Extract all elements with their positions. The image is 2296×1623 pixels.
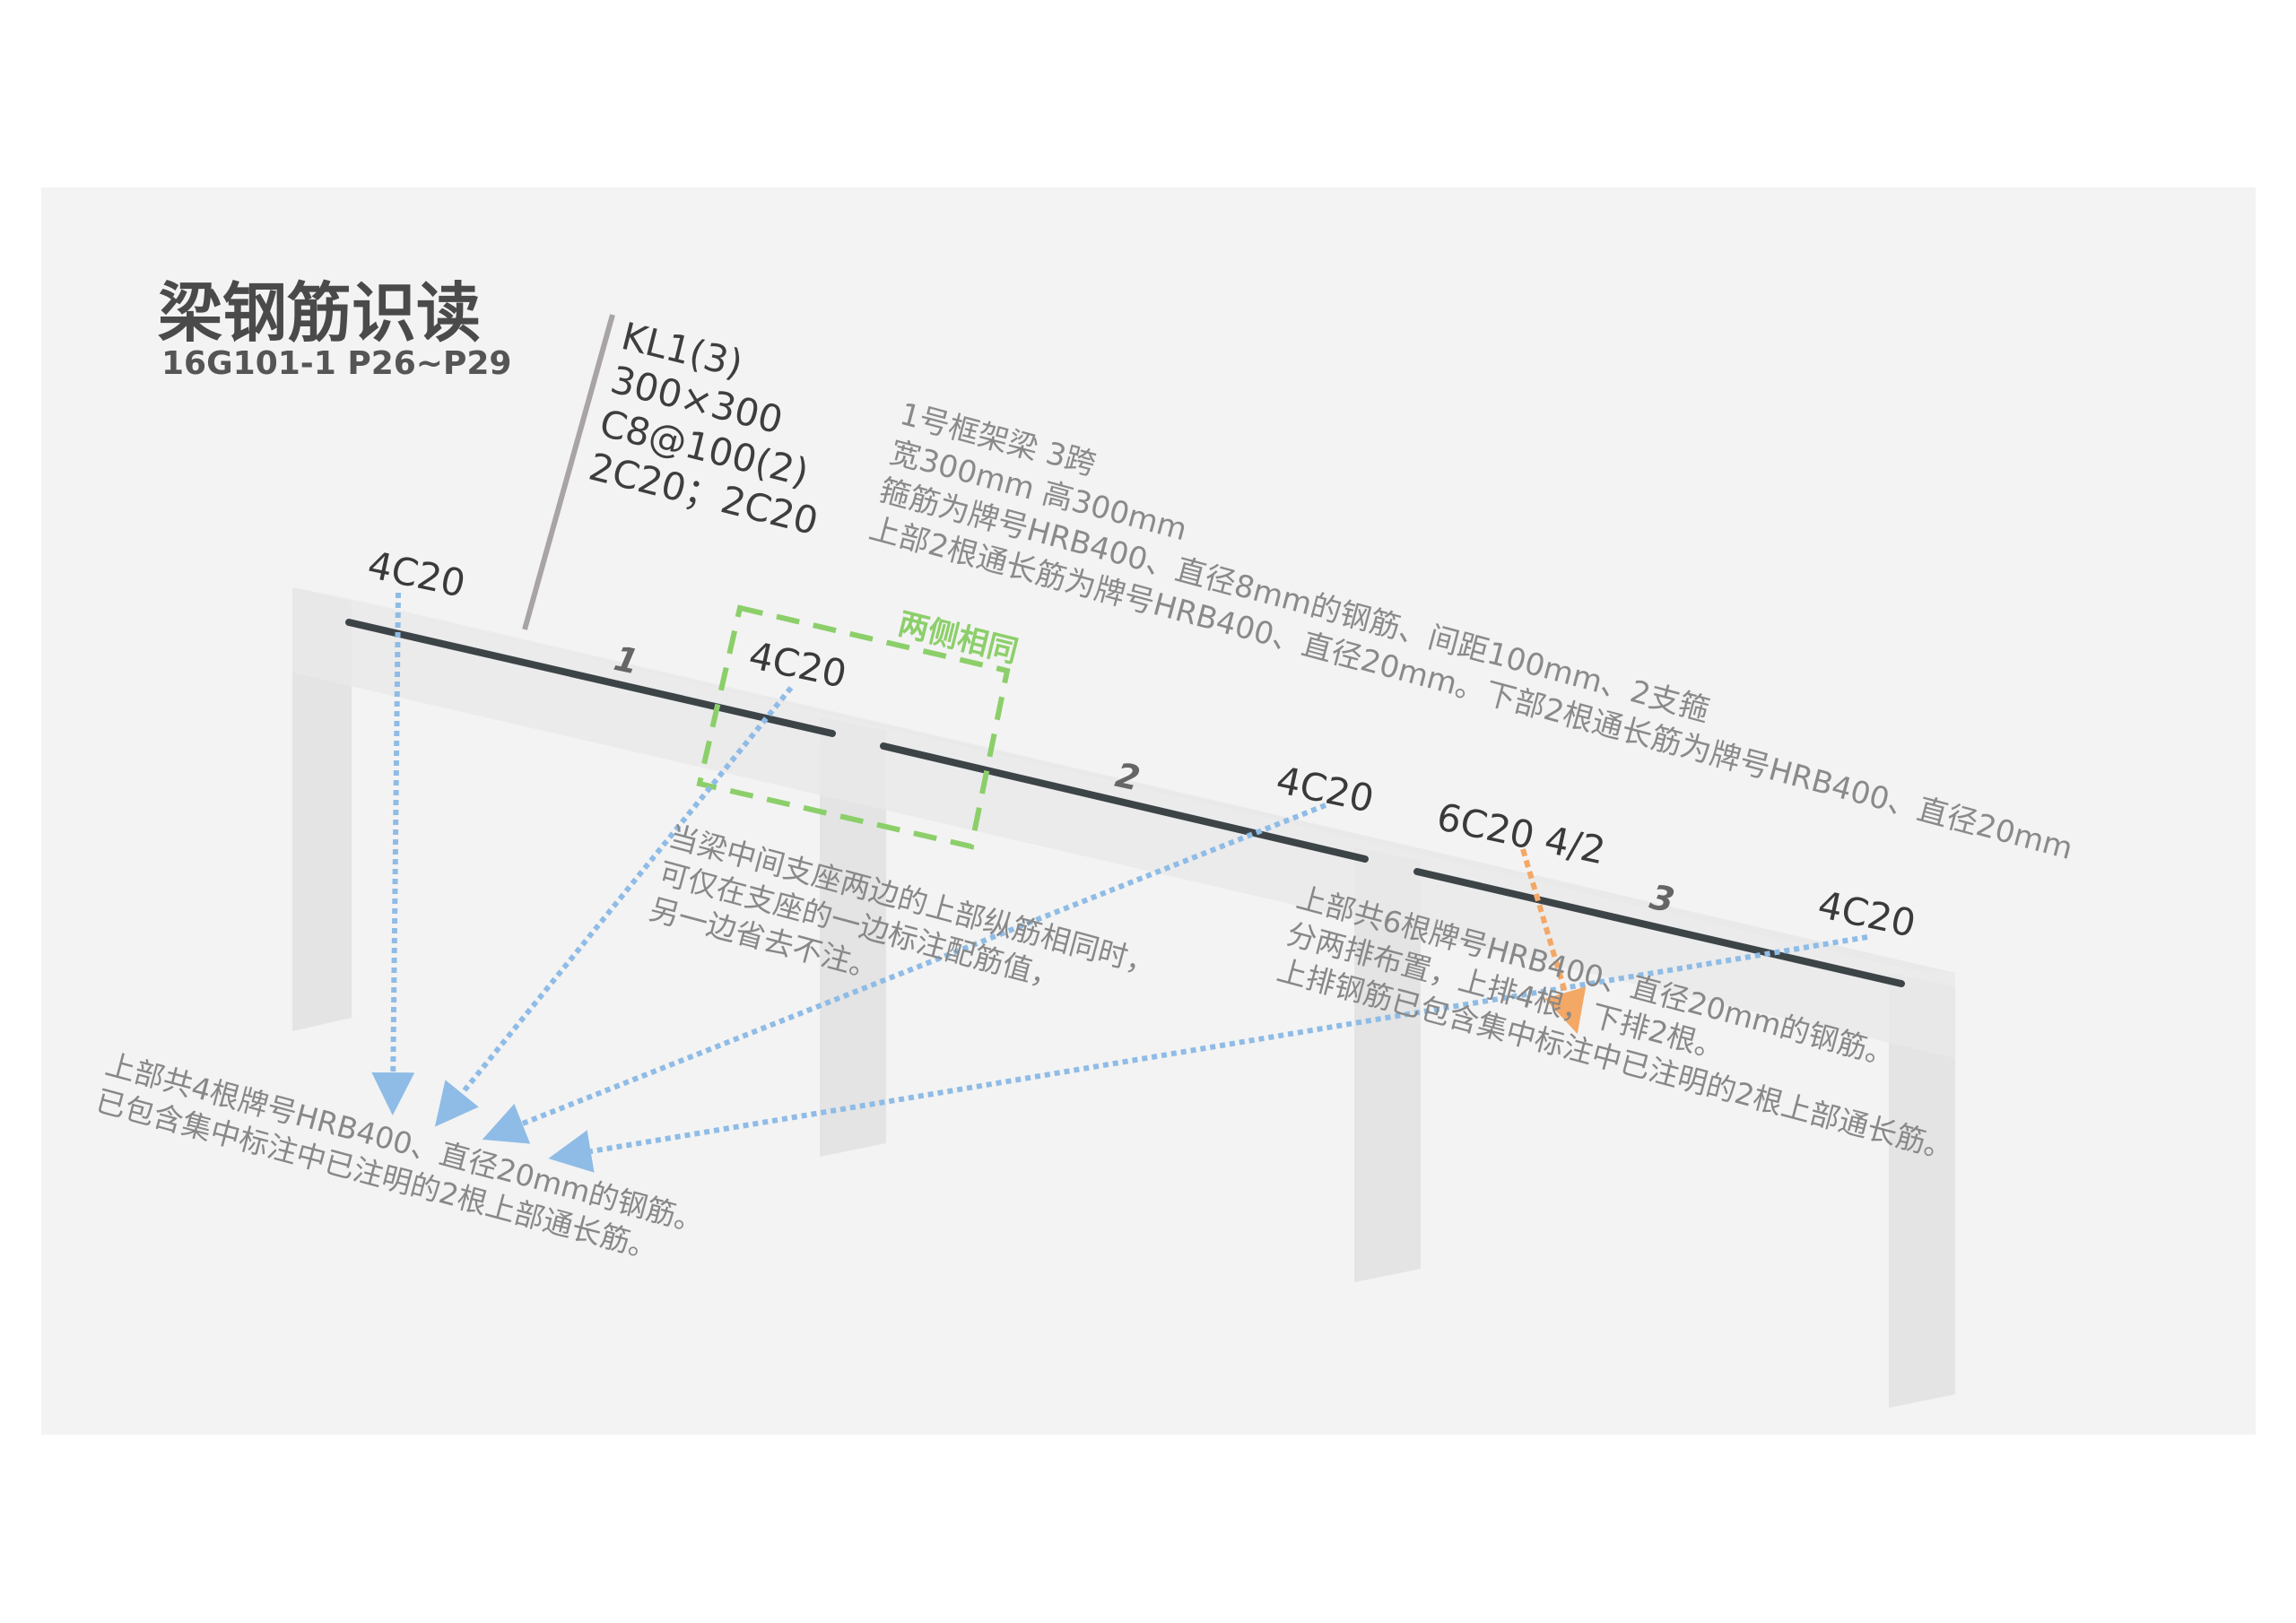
annotation-arrows [371, 592, 1868, 1173]
column-3 [1354, 847, 1421, 1282]
both-sides-same-box [696, 604, 1011, 850]
page-title: 梁钢筋识读 [158, 275, 482, 351]
column-1 [292, 587, 352, 1031]
spec-leader-line [522, 314, 615, 630]
orange-arrow [1520, 848, 1587, 1035]
reference-text: 16G101-1 P26~P29 [161, 345, 512, 382]
column-4 [1889, 973, 1955, 1408]
top-rebar [345, 619, 1905, 987]
column-2 [820, 717, 886, 1157]
